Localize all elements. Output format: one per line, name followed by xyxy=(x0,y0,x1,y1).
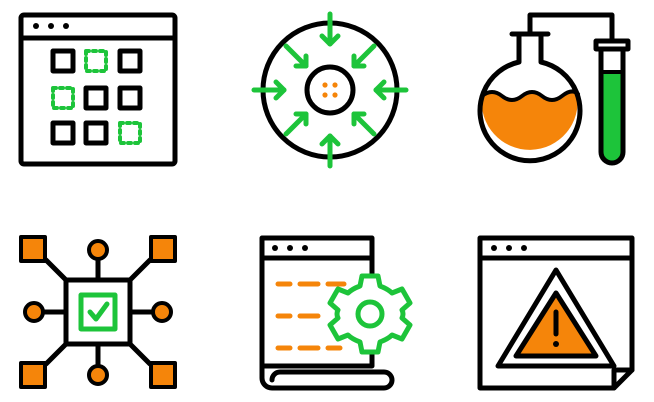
chemistry-flask-icon xyxy=(477,12,631,166)
focus-target-icon xyxy=(251,11,409,169)
document-settings-icon xyxy=(259,235,413,391)
window-warning-icon xyxy=(477,235,635,391)
network-check-node-icon xyxy=(19,235,177,389)
dashboard-grid-icon xyxy=(18,12,178,167)
